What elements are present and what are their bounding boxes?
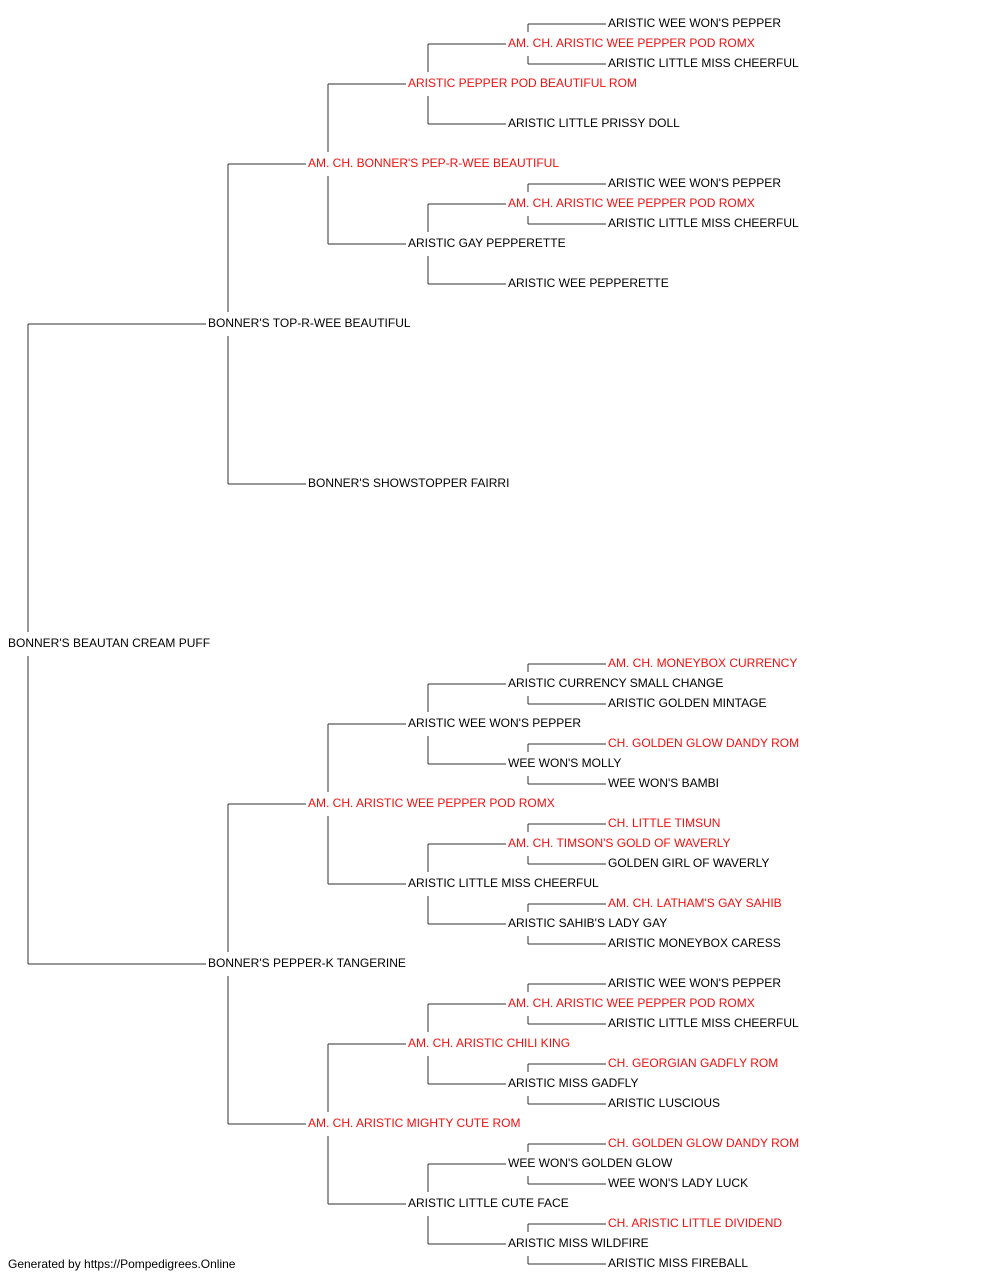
dam-name: ARISTIC MONEYBOX CARESS xyxy=(608,936,781,950)
dam-name: WEE WON'S BAMBI xyxy=(608,776,719,790)
sire-name: AM. CH. ARISTIC WEE PEPPER POD ROMX xyxy=(508,36,755,50)
dam-name: BONNER'S SHOWSTOPPER FAIRRI xyxy=(308,476,509,490)
sire-name: CH. GOLDEN GLOW DANDY ROM xyxy=(608,736,799,750)
sire-name: BONNER'S TOP-R-WEE BEAUTIFUL xyxy=(208,316,411,330)
dam-name: ARISTIC WEE PEPPERETTE xyxy=(508,276,669,290)
sire-name: ARISTIC WEE WON'S PEPPER xyxy=(608,976,781,990)
dam-name: WEE WON'S LADY LUCK xyxy=(608,1176,748,1190)
sire-name: AM. CH. BONNER'S PEP-R-WEE BEAUTIFUL xyxy=(308,156,559,170)
sire-name: AM. CH. MONEYBOX CURRENCY xyxy=(608,656,797,670)
sire-name: ARISTIC WEE WON'S PEPPER xyxy=(608,16,781,30)
sire-name: AM. CH. LATHAM'S GAY SAHIB xyxy=(608,896,782,910)
dam-name: BONNER'S PEPPER-K TANGERINE xyxy=(208,956,406,970)
sire-name: AM. CH. TIMSON'S GOLD OF WAVERLY xyxy=(508,836,731,850)
sire-name: CH. GOLDEN GLOW DANDY ROM xyxy=(608,1136,799,1150)
dam-name: ARISTIC MISS FIREBALL xyxy=(608,1256,748,1270)
dam-name: AM. CH. ARISTIC MIGHTY CUTE ROM xyxy=(308,1116,520,1130)
dam-name: ARISTIC LITTLE PRISSY DOLL xyxy=(508,116,680,130)
sire-name: ARISTIC WEE WON'S PEPPER xyxy=(408,716,581,730)
footer-credit: Generated by https://Pompedigrees.Online xyxy=(8,1257,236,1271)
dam-name: ARISTIC SAHIB'S LADY GAY xyxy=(508,916,667,930)
dam-name: ARISTIC LUSCIOUS xyxy=(608,1096,720,1110)
dam-name: ARISTIC LITTLE CUTE FACE xyxy=(408,1196,569,1210)
sire-name: AM. CH. ARISTIC CHILI KING xyxy=(408,1036,570,1050)
dam-name: ARISTIC GAY PEPPERETTE xyxy=(408,236,566,250)
sire-name: ARISTIC CURRENCY SMALL CHANGE xyxy=(508,676,723,690)
sire-name: CH. LITTLE TIMSUN xyxy=(608,816,720,830)
sire-name: WEE WON'S GOLDEN GLOW xyxy=(508,1156,673,1170)
dam-name: ARISTIC MISS GADFLY xyxy=(508,1076,638,1090)
dam-name: ARISTIC MISS WILDFIRE xyxy=(508,1236,649,1250)
dam-name: ARISTIC LITTLE MISS CHEERFUL xyxy=(608,56,799,70)
sire-name: AM. CH. ARISTIC WEE PEPPER POD ROMX xyxy=(508,996,755,1010)
sire-name: AM. CH. ARISTIC WEE PEPPER POD ROMX xyxy=(308,796,555,810)
dam-name: ARISTIC LITTLE MISS CHEERFUL xyxy=(608,1016,799,1030)
dam-name: ARISTIC LITTLE MISS CHEERFUL xyxy=(608,216,799,230)
subject-dog-name: BONNER'S BEAUTAN CREAM PUFF xyxy=(8,636,210,650)
sire-name: AM. CH. ARISTIC WEE PEPPER POD ROMX xyxy=(508,196,755,210)
dam-name: ARISTIC GOLDEN MINTAGE xyxy=(608,696,766,710)
dam-name: GOLDEN GIRL OF WAVERLY xyxy=(608,856,769,870)
sire-name: CH. ARISTIC LITTLE DIVIDEND xyxy=(608,1216,782,1230)
dam-name: WEE WON'S MOLLY xyxy=(508,756,621,770)
dam-name: ARISTIC LITTLE MISS CHEERFUL xyxy=(408,876,599,890)
sire-name: ARISTIC PEPPER POD BEAUTIFUL ROM xyxy=(408,76,637,90)
sire-name: ARISTIC WEE WON'S PEPPER xyxy=(608,176,781,190)
sire-name: CH. GEORGIAN GADFLY ROM xyxy=(608,1056,778,1070)
